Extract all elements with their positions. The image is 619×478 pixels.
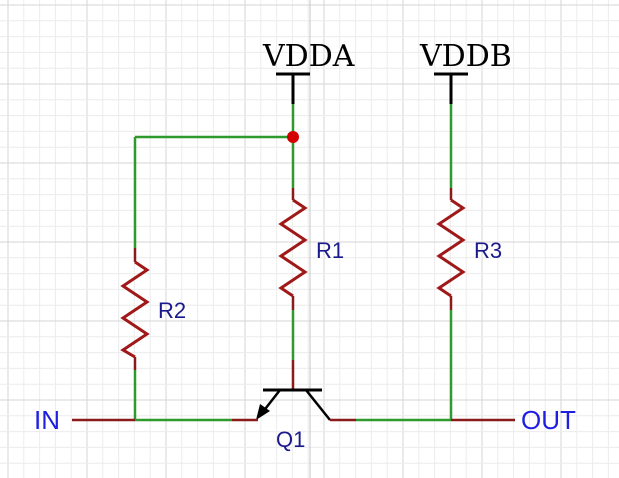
- transistor-q1[interactable]: Q1: [232, 360, 356, 452]
- r1-label: R1: [316, 238, 344, 263]
- r3-label: R3: [474, 238, 502, 263]
- vddb-label: VDDB: [419, 39, 512, 74]
- pins: [72, 188, 515, 422]
- resistor-r2[interactable]: R2: [120, 260, 186, 359]
- wires: [133, 104, 453, 422]
- resistor-r3[interactable]: R3: [436, 198, 502, 298]
- vdda-power-symbol[interactable]: VDDA: [262, 39, 355, 104]
- resistor-r1[interactable]: R1: [278, 198, 344, 298]
- net-label-out[interactable]: OUT: [521, 405, 576, 435]
- r2-zigzag: [120, 260, 150, 359]
- vddb-power-symbol[interactable]: VDDB: [419, 39, 512, 104]
- vdda-label: VDDA: [262, 39, 355, 74]
- r2-label: R2: [158, 298, 186, 323]
- q1-right-diagonal: [305, 389, 331, 421]
- q1-emitter-arrow: [256, 404, 270, 420]
- junction-dot[interactable]: [287, 131, 299, 143]
- r1-zigzag: [278, 198, 308, 298]
- r3-zigzag: [436, 198, 466, 298]
- q1-label: Q1: [276, 427, 305, 452]
- net-label-in[interactable]: IN: [34, 405, 60, 435]
